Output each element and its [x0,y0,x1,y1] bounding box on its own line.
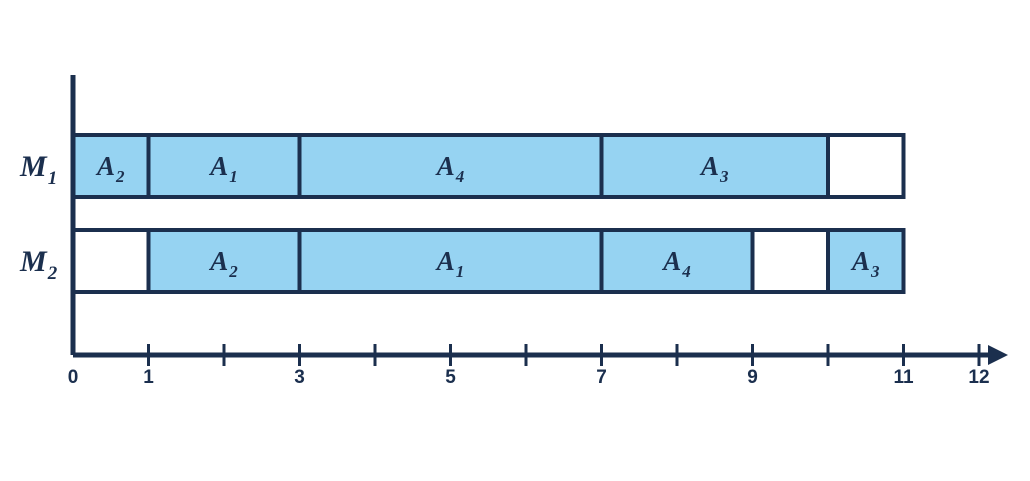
task-label: A1 [208,151,238,186]
task-label: A2 [208,246,238,281]
tick-label: 9 [747,367,758,388]
task-block-a1 [146,133,302,199]
idle-block [750,228,830,294]
task-label: A4 [661,246,691,281]
tick-label: 11 [893,367,914,388]
bars-layer [71,133,906,294]
task-block-a3 [826,228,906,294]
tick-label: 12 [968,367,989,388]
task-block-a2 [146,228,302,294]
task-block-a4 [599,228,755,294]
tick-label: 1 [143,367,154,388]
tick-label: 3 [294,367,305,388]
tick-label: 7 [596,367,607,388]
tick-label: 5 [445,367,456,388]
task-label: A2 [95,151,125,186]
x-axis-arrow-icon [988,345,1008,365]
task-block-a1 [297,228,604,294]
machine-label-m2: M2 [19,245,58,284]
axis-layer [70,75,1008,366]
task-label: A1 [435,246,465,281]
task-label: A3 [699,151,729,186]
idle-block [71,228,151,294]
task-label: A4 [435,151,465,186]
idle-block [826,133,906,199]
task-label: A3 [850,246,880,281]
task-block-a4 [297,133,604,199]
machine-label-m1: M1 [19,150,57,189]
tick-label: 0 [68,367,79,388]
